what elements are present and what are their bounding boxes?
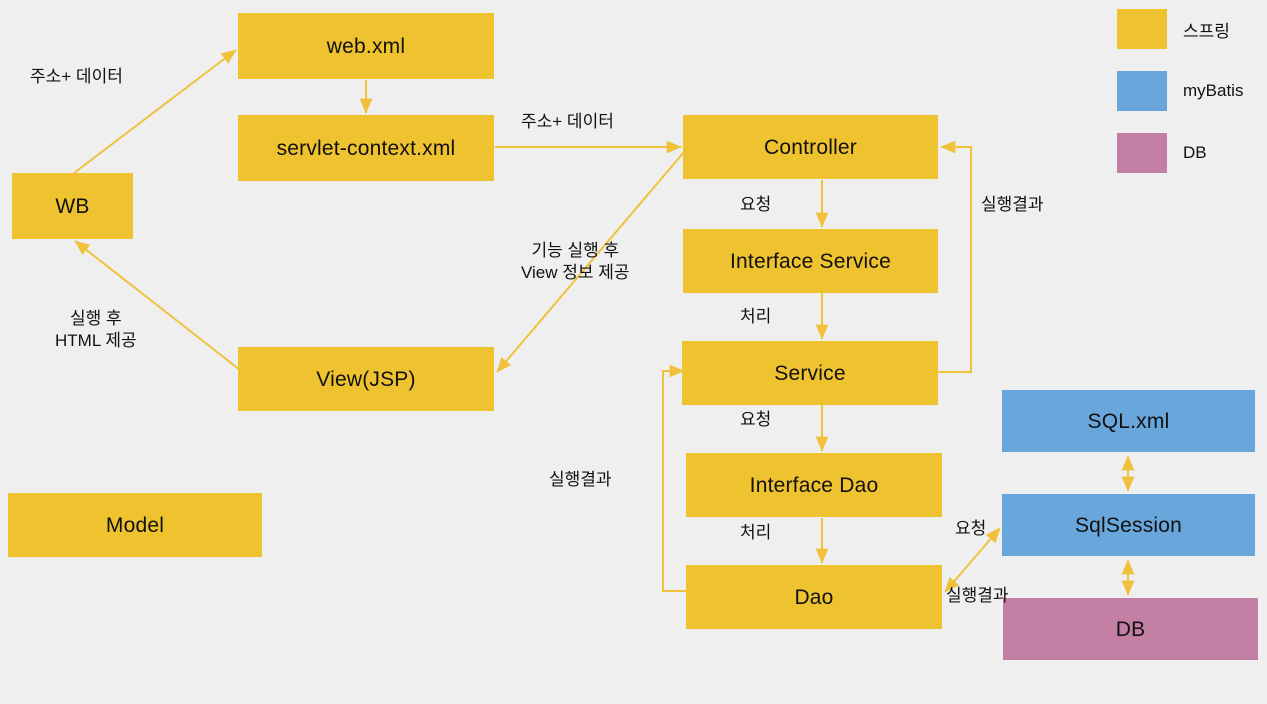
node-label: Service	[774, 361, 846, 385]
edge-label-sqlsession-to-dao: 실행결과	[946, 586, 1009, 605]
node-controller[interactable]: Controller	[683, 115, 938, 179]
edge-label-dao-to-service: 실행결과	[549, 470, 612, 489]
node-service[interactable]: Service	[682, 341, 938, 405]
legend-label-spring: 스프링	[1183, 21, 1230, 41]
arrow-service-to-controller	[938, 140, 972, 373]
legend-label-db: DB	[1183, 143, 1207, 162]
node-dao[interactable]: Dao	[686, 565, 942, 629]
node-sql-xml[interactable]: SQL.xml	[1002, 390, 1255, 452]
node-label: WB	[55, 194, 90, 218]
node-label: SqlSession	[1074, 513, 1183, 537]
legend-swatch-spring	[1117, 9, 1167, 49]
node-web-xml[interactable]: web.xml	[238, 13, 494, 79]
legend-swatch-db	[1117, 133, 1167, 173]
node-label: SQL.xml	[1087, 409, 1170, 433]
node-wb[interactable]: WB	[12, 173, 133, 239]
edge-label-controller-to-iservice: 요청	[740, 195, 772, 214]
legend-label-mybatis: myBatis	[1183, 81, 1244, 100]
node-model[interactable]: Model	[8, 493, 262, 557]
edge-label-service-to-controller: 실행결과	[981, 195, 1044, 214]
edge-label-wb-to-webxml: 주소+ 데이터	[30, 67, 123, 86]
edge-label-dao-to-sqlsession: 요청	[955, 519, 987, 538]
node-label: DB	[1115, 617, 1146, 641]
node-label: Dao	[794, 585, 834, 609]
legend-item-spring: 스프링	[1117, 9, 1257, 49]
node-servlet-context-xml[interactable]: servlet-context.xml	[238, 115, 494, 181]
legend-item-mybatis: myBatis	[1117, 71, 1257, 111]
node-db[interactable]: DB	[1003, 598, 1258, 660]
edge-label-view-to-wb: 실행 후 HTML 제공	[55, 309, 137, 350]
edge-label-service-to-idao: 요청	[740, 410, 772, 429]
legend-item-db: DB	[1117, 133, 1257, 173]
legend-swatch-mybatis	[1117, 71, 1167, 111]
edge-label-idao-to-dao: 처리	[740, 523, 772, 542]
node-label: Interface Service	[730, 249, 891, 273]
node-label: web.xml	[326, 34, 406, 58]
node-label: Model	[105, 513, 165, 537]
node-view-jsp[interactable]: View(JSP)	[238, 347, 494, 411]
node-sql-session[interactable]: SqlSession	[1002, 494, 1255, 556]
legend: 스프링 myBatis DB	[1117, 9, 1257, 195]
node-interface-dao[interactable]: Interface Dao	[686, 453, 942, 517]
node-label: Controller	[763, 135, 858, 159]
edge-label-servlet-to-controller: 주소+ 데이터	[521, 112, 614, 131]
node-interface-service[interactable]: Interface Service	[683, 229, 938, 293]
node-label: View(JSP)	[316, 367, 416, 391]
edge-label-controller-to-view: 기능 실행 후 View 정보 제공	[521, 241, 630, 282]
node-label: Interface Dao	[749, 473, 879, 497]
node-label: servlet-context.xml	[276, 136, 456, 160]
edge-label-iservice-to-service: 처리	[740, 307, 772, 326]
